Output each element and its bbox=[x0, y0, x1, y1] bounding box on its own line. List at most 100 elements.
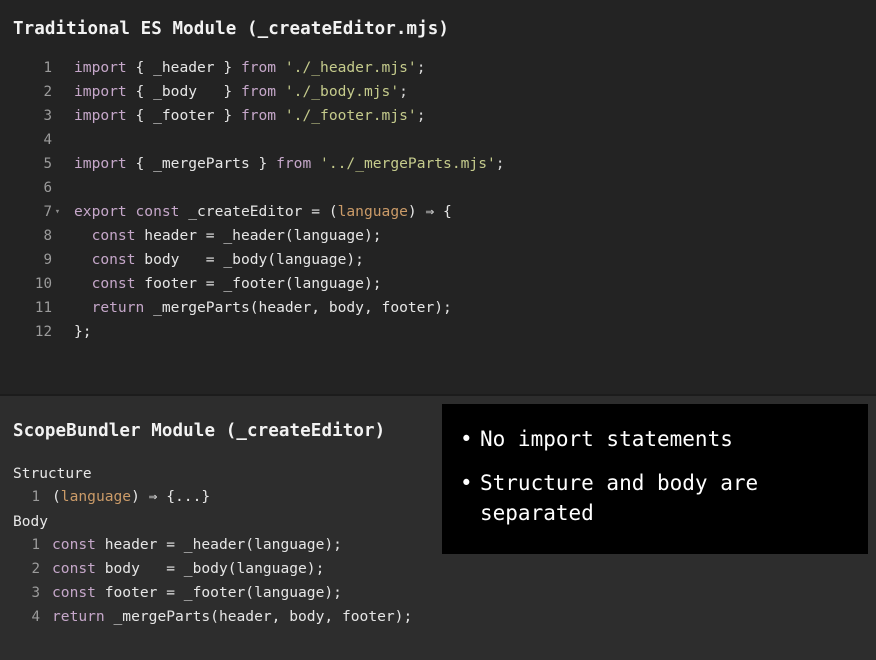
code-line-text: const footer = _footer(language); bbox=[40, 581, 342, 605]
code-token-plain: { _mergeParts } bbox=[135, 155, 277, 172]
highlights-callout: • No import statements • Structure and body… bbox=[442, 404, 868, 554]
code-line: 8 const header = _header(language); bbox=[0, 224, 505, 248]
code-token-kw: return bbox=[91, 299, 154, 316]
code-token-kw: export const bbox=[74, 203, 189, 220]
code-token-plain bbox=[74, 275, 92, 292]
code-line-text bbox=[63, 176, 83, 200]
code-token-plain bbox=[74, 299, 92, 316]
code-token-punc: ; bbox=[399, 83, 408, 100]
code-line-text bbox=[63, 128, 83, 152]
code-token-kw: import bbox=[74, 59, 136, 76]
code-token-plain: { _header } bbox=[135, 59, 241, 76]
code-token-punc: ; bbox=[416, 59, 426, 76]
code-token-plain: { _body } bbox=[135, 83, 241, 100]
code-line: 12}; bbox=[0, 320, 505, 344]
line-number: 2 bbox=[31, 561, 40, 577]
code-token-kw: import bbox=[74, 107, 136, 124]
code-line: 4 bbox=[0, 128, 505, 152]
code-line-text: export const _createEditor = (language) … bbox=[63, 200, 452, 224]
code-line-text: const header = _header(language); bbox=[63, 224, 382, 248]
code-line-text: const footer = _footer(language); bbox=[63, 272, 382, 296]
code-line: 9 const body = _body(language); bbox=[0, 248, 505, 272]
line-number: 7 bbox=[43, 204, 52, 220]
code-token-str: './_header.mjs' bbox=[284, 59, 417, 76]
line-number: 8 bbox=[43, 228, 52, 244]
code-token-str: './_body.mjs' bbox=[284, 83, 400, 100]
line-number: 6 bbox=[43, 180, 52, 196]
code-token-str: '../_mergeParts.mjs' bbox=[320, 155, 496, 172]
code-token-param: language bbox=[60, 488, 132, 505]
callout-item: • Structure and body are separated bbox=[460, 468, 850, 528]
line-number: 12 bbox=[34, 324, 52, 340]
callout-item: • No import statements bbox=[460, 424, 850, 454]
panel-divider bbox=[0, 394, 876, 396]
code-token-plain: _createEditor = ( bbox=[188, 203, 338, 220]
code-line: 3 import { _footer } from './_footer.mjs'… bbox=[0, 104, 505, 128]
traditional-es-module-panel: Traditional ES Module (_createEditor.mjs… bbox=[0, 19, 505, 344]
code-token-plain: body = _body(language); bbox=[144, 251, 364, 268]
structure-code[interactable]: 1(language) ⇒ {...} bbox=[0, 485, 210, 509]
code-token-kw: const bbox=[52, 584, 105, 601]
code-line: 10 const footer = _footer(language); bbox=[0, 272, 505, 296]
code-line: 1 import { _header } from './_header.mjs'… bbox=[0, 56, 505, 80]
code-token-plain: _mergeParts(header, body, footer); bbox=[153, 299, 452, 316]
code-token-plain bbox=[74, 227, 92, 244]
line-number: 9 bbox=[43, 252, 52, 268]
callout-item-text: No import statements bbox=[480, 427, 733, 451]
line-number: 1 bbox=[43, 60, 52, 76]
line-number: 3 bbox=[43, 108, 52, 124]
code-line-text: const body = _body(language); bbox=[40, 557, 324, 581]
code-token-param: language bbox=[337, 203, 408, 220]
code-line-text: return _mergeParts(header, body, footer)… bbox=[40, 605, 412, 629]
code-line-text: import { _footer } from './_footer.mjs'; bbox=[63, 104, 425, 128]
code-line: 1(language) ⇒ {...} bbox=[0, 485, 210, 509]
code-token-kw: import bbox=[74, 83, 136, 100]
code-token-punc: ; bbox=[416, 107, 426, 124]
code-line-text: import { _mergeParts } from '../_mergePa… bbox=[63, 152, 505, 176]
code-token-plain: _mergeParts(header, body, footer); bbox=[113, 608, 413, 625]
code-token-kw: return bbox=[52, 608, 114, 625]
line-number: 4 bbox=[43, 132, 52, 148]
line-number: 4 bbox=[31, 609, 40, 625]
code-token-kw: from bbox=[240, 107, 285, 124]
body-label: Body bbox=[13, 514, 48, 530]
code-token-plain: ) ⇒ { bbox=[407, 203, 452, 220]
code-token-kw: const bbox=[52, 560, 105, 577]
code-line-text: const body = _body(language); bbox=[63, 248, 364, 272]
structure-label: Structure bbox=[13, 466, 92, 482]
fold-arrow-icon[interactable]: ▾ bbox=[54, 207, 61, 217]
code-token-kw: import bbox=[74, 155, 136, 172]
code-line: 11 return _mergeParts(header, body, foot… bbox=[0, 296, 505, 320]
code-line: 6 bbox=[0, 176, 505, 200]
code-token-plain bbox=[74, 251, 92, 268]
line-number: 3 bbox=[31, 585, 40, 601]
code-token-plain: ( bbox=[52, 488, 61, 505]
code-token-plain: }; bbox=[74, 323, 92, 340]
line-number: 10 bbox=[34, 276, 52, 292]
code-token-plain: header = _header(language); bbox=[144, 227, 382, 244]
code-line: 7▾export const _createEditor = (language… bbox=[0, 200, 505, 224]
line-number: 1 bbox=[31, 537, 40, 553]
code-token-kw: const bbox=[91, 227, 145, 244]
code-token-plain: ) ⇒ {...} bbox=[131, 488, 211, 505]
traditional-module-code[interactable]: 1 import { _header } from './_header.mjs'… bbox=[0, 56, 505, 344]
code-line-text: import { _header } from './_header.mjs'; bbox=[63, 56, 425, 80]
line-number: 2 bbox=[43, 84, 52, 100]
code-token-punc: ; bbox=[495, 155, 505, 172]
code-token-kw: const bbox=[91, 251, 145, 268]
bullet-icon: • bbox=[460, 471, 473, 495]
code-line-text: }; bbox=[63, 320, 92, 344]
code-token-kw: from bbox=[240, 59, 285, 76]
callout-item-text: Structure and body are separated bbox=[480, 471, 759, 525]
code-token-kw: const bbox=[52, 536, 105, 553]
bullet-icon: • bbox=[460, 427, 473, 451]
code-line-text: (language) ⇒ {...} bbox=[40, 485, 210, 509]
code-token-kw: const bbox=[91, 275, 145, 292]
code-token-plain: body = _body(language); bbox=[104, 560, 325, 577]
